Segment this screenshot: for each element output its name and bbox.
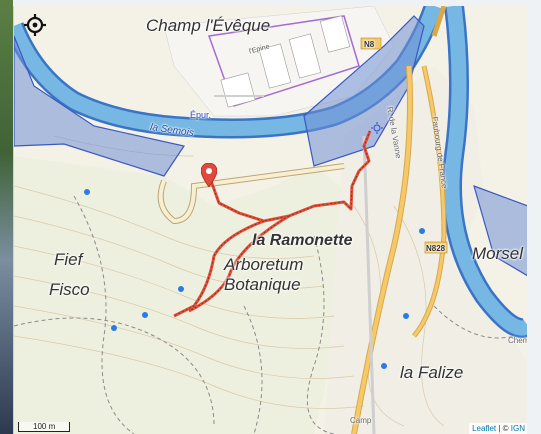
protected-area-central (303, 15, 425, 167)
place-label-arboretum: Arboretum (224, 255, 304, 274)
map-marker-pin[interactable] (200, 162, 218, 188)
roads (157, 6, 447, 434)
protected-area-west (14, 35, 185, 177)
map-container[interactable]: Champ l'Évêque la Ramonette Arboretum Bo… (13, 6, 528, 434)
attribution: Leaflet | © IGN (469, 423, 528, 434)
road-label-n8: N8 (364, 40, 375, 49)
crosshair-icon (24, 14, 46, 36)
ign-link[interactable]: IGN (510, 424, 525, 433)
place-label-champ-leveque: Champ l'Évêque (146, 16, 271, 35)
viewpoint-icon (371, 122, 383, 134)
left-edge-strip (0, 0, 13, 434)
hike-route (173, 130, 372, 318)
leaflet-link[interactable]: Leaflet (472, 424, 497, 433)
map-tiles[interactable] (14, 6, 528, 434)
map-pin-icon (200, 162, 218, 188)
place-label-la-falize: la Falize (400, 363, 464, 382)
place-label-morsel: Morsel (472, 244, 524, 263)
place-label-fisco: Fisco (49, 280, 90, 299)
road-label-n828: N828 (426, 244, 446, 253)
place-label-fief: Fief (54, 250, 83, 269)
label-chem: Chem (508, 336, 528, 345)
place-label-botanique: Botanique (224, 275, 301, 294)
protected-area-east (473, 185, 528, 277)
place-label-la-ramonette: la Ramonette (252, 232, 353, 249)
scale-bar: 100 m (18, 422, 71, 432)
locate-button[interactable] (22, 12, 48, 38)
label-camp: Camp (350, 416, 372, 425)
road-badge-n8-bg (360, 37, 382, 50)
label-epur: Épur. (190, 110, 212, 120)
attribution-separator: | © (496, 424, 511, 433)
trails (14, 195, 515, 434)
water-points (84, 189, 425, 369)
right-edge-strip (527, 6, 541, 434)
road-badge-n828-bg (424, 241, 448, 254)
